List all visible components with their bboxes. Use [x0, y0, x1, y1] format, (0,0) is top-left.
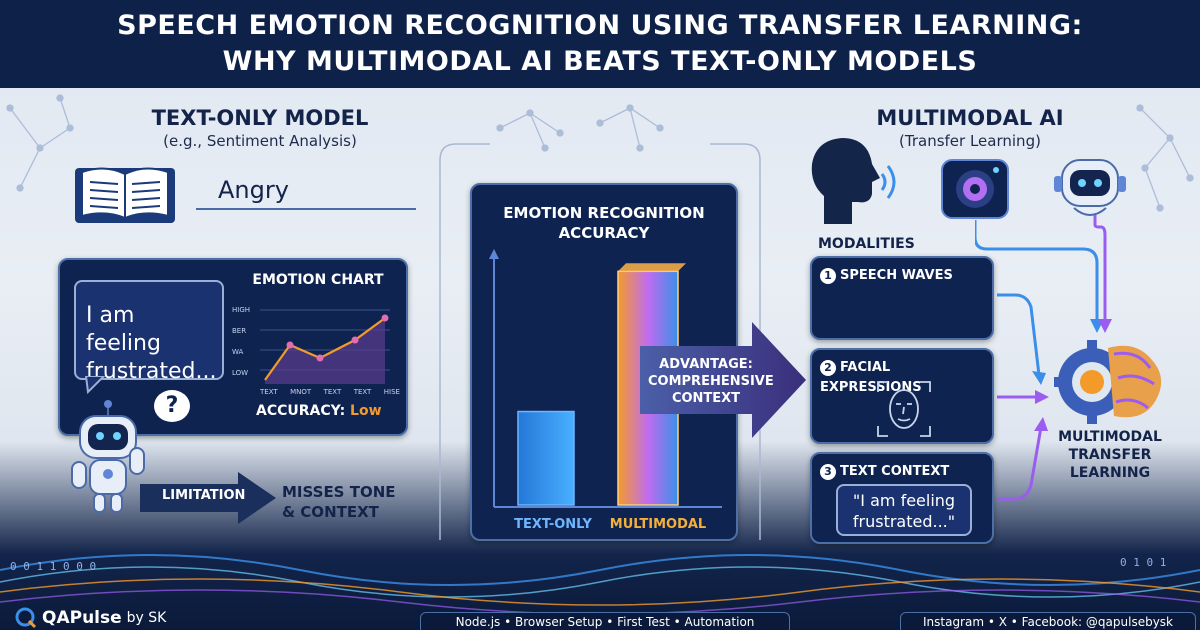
ytick: WA — [232, 348, 244, 356]
detected-emotion: Angry — [218, 176, 289, 204]
text-only-heading: TEXT-ONLY MODEL — [151, 106, 369, 130]
title-banner: SPEECH EMOTION RECOGNITION USING TRANSFE… — [0, 0, 1200, 88]
brand-suffix: by SK — [126, 610, 167, 626]
face-scan-icon — [877, 381, 931, 437]
camera-icon — [941, 159, 1009, 219]
text-only-subheading: (e.g., Sentiment Analysis) — [163, 132, 357, 150]
book-icon — [75, 167, 175, 223]
advantage-line1: ADVANTAGE: — [659, 357, 753, 372]
emotion-line-chart — [260, 309, 390, 384]
text-only-panel: I am feeling frustrated... ? EMOTION CHA… — [58, 258, 408, 436]
brain-gear-icon — [1054, 340, 1162, 424]
modality-label: TEXT CONTEXT — [840, 464, 950, 479]
footer-topics: Node.js • Browser Setup • First Test • A… — [420, 612, 790, 630]
advantage-line2: COMPREHENSIVE — [648, 374, 774, 389]
accuracy-title-line1: EMOTION RECOGNITION — [503, 204, 705, 222]
quote-bubble: I am feeling frustrated... — [74, 280, 224, 384]
advantage-line3: CONTEXT — [671, 391, 741, 406]
emotion-chart-yticks: HIGH BER WA LOW — [232, 300, 260, 384]
title-line-1: SPEECH EMOTION RECOGNITION USING TRANSFE… — [117, 10, 1083, 41]
bar-label-multimodal: MULTIMODAL — [609, 517, 707, 532]
modality-speech-panel: 1 SPEECH WAVES — [810, 256, 994, 340]
bar-label-text-only: TEXT-ONLY — [514, 517, 592, 532]
modality-text-header: 3 TEXT CONTEXT — [820, 460, 949, 480]
multimodal-result: MULTIMODAL TRANSFER LEARNING — [1030, 428, 1190, 482]
limitation-label: LIMITATION — [162, 488, 246, 503]
accuracy-value: Low — [350, 403, 382, 419]
accuracy-bar-text-only — [517, 410, 575, 506]
sound-wave-icon — [824, 286, 980, 336]
ytick: LOW — [232, 369, 249, 377]
result-line1: MULTIMODAL — [1058, 429, 1162, 445]
wave-decor — [0, 554, 1200, 615]
connector-lines — [975, 215, 1112, 501]
network-decor-icon — [6, 94, 1194, 212]
robot-head-icon — [1054, 159, 1126, 216]
accuracy-title-line2: ACCURACY — [558, 224, 650, 242]
footer-social: Instagram • X • Facebook: @qapulsebysk — [900, 612, 1196, 630]
brand-logo: QAPulse by SK — [14, 606, 166, 630]
title-line-2: WHY MULTIMODAL AI BEATS TEXT-ONLY MODELS — [222, 46, 978, 77]
emotion-chart-title: EMOTION CHART — [252, 272, 384, 288]
text-context-quote: "I am feeling frustrated..." — [836, 484, 972, 536]
xtick: TEXT — [353, 388, 372, 396]
modalities-label: MODALITIES — [818, 236, 915, 252]
modality-text-panel: 3 TEXT CONTEXT "I am feeling frustrated..… — [810, 452, 994, 544]
center-bracket-lines — [439, 143, 761, 540]
advantage-label: ADVANTAGE: COMPREHENSIVE CONTEXT — [648, 356, 774, 407]
modality-speech-header: 1 SPEECH WAVES — [820, 264, 953, 284]
binary-decor-right: 0 1 0 1 — [1120, 556, 1167, 569]
emotion-chart-xticks: TEXT MNOT TEXT TEXT HISE — [260, 388, 400, 396]
binary-decor-left: 0 0 1 1 0 0 0 — [10, 560, 97, 573]
ytick: HIGH — [232, 306, 251, 314]
xtick: TEXT — [323, 388, 342, 396]
limitation-result: MISSES TONE & CONTEXT — [282, 483, 396, 521]
ytick: BER — [232, 327, 247, 335]
accuracy-bar-top-face — [618, 263, 686, 272]
accuracy-title: EMOTION RECOGNITION ACCURACY — [472, 203, 736, 243]
xtick: MNOT — [290, 388, 312, 396]
qapulse-logo-icon — [15, 607, 37, 629]
question-bubble-icon: ? — [154, 390, 190, 422]
xtick: TEXT — [260, 388, 278, 396]
modality-label: FACIAL EXPRESSIONS — [820, 360, 922, 395]
y-axis-arrowhead — [489, 249, 499, 259]
limitation-arrow-icon — [140, 472, 276, 524]
quote-text: I am feeling frustrated... — [86, 303, 217, 384]
modality-number: 1 — [820, 268, 836, 284]
modality-label: SPEECH WAVES — [840, 268, 953, 283]
multimodal-heading: MULTIMODAL AI — [876, 106, 1064, 130]
xtick: HISE — [383, 388, 400, 396]
brand-name: QAPulse — [42, 608, 122, 628]
multimodal-subheading: (Transfer Learning) — [899, 132, 1041, 150]
bubble-tail-icon — [84, 376, 106, 395]
speaking-head-icon — [811, 138, 896, 224]
advantage-arrow-icon — [640, 322, 806, 438]
robot-icon — [71, 400, 145, 513]
modality-number: 2 — [820, 360, 836, 376]
accuracy-label: ACCURACY: — [256, 403, 346, 419]
modality-number: 3 — [820, 464, 836, 480]
result-line3: LEARNING — [1069, 465, 1151, 481]
accuracy-row: ACCURACY: Low — [256, 403, 382, 419]
result-line2: TRANSFER — [1068, 447, 1152, 463]
detected-underline — [196, 208, 416, 210]
